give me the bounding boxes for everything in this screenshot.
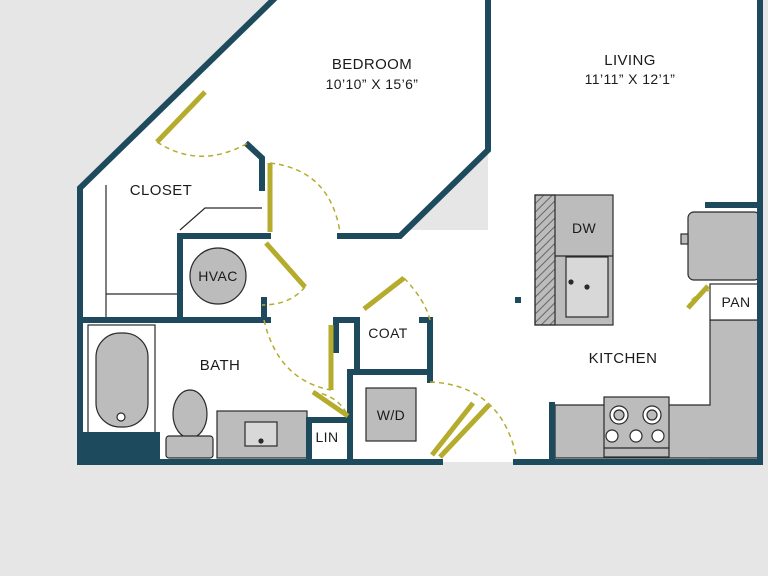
bath-door-swing bbox=[263, 319, 332, 391]
bedroom-label: BEDROOM bbox=[332, 56, 412, 73]
closet-door bbox=[155, 90, 207, 144]
coat-door-swing bbox=[403, 277, 431, 321]
bedroom-dimensions: 10’10” X 15’6” bbox=[326, 76, 419, 92]
toilet-tank bbox=[165, 435, 214, 459]
pantry-area bbox=[709, 283, 761, 321]
closet-floor bbox=[80, 85, 250, 320]
closet-shelf-top bbox=[179, 207, 262, 231]
pantry-door bbox=[686, 284, 710, 310]
burner bbox=[613, 409, 625, 421]
coat-wall bbox=[333, 317, 360, 369]
closet-label: CLOSET bbox=[130, 182, 192, 199]
kitchen-faucet bbox=[568, 279, 574, 285]
burner bbox=[646, 409, 658, 421]
bedroom-door-swing bbox=[269, 162, 341, 233]
entry-door-2 bbox=[438, 403, 491, 459]
wd-label: W/D bbox=[377, 407, 405, 423]
exterior-wall-left bbox=[77, 0, 278, 465]
fixtures bbox=[80, 185, 761, 462]
lin-door-swing bbox=[312, 391, 349, 417]
bathtub-basin bbox=[95, 332, 149, 428]
hvac-label: HVAC bbox=[198, 268, 237, 284]
pan-label: PAN bbox=[722, 294, 751, 310]
bath-label: BATH bbox=[200, 357, 241, 374]
coat-door bbox=[362, 276, 406, 311]
doors bbox=[155, 90, 710, 459]
walls bbox=[77, 0, 763, 465]
closet-wall bbox=[243, 140, 265, 191]
coat-label: COAT bbox=[368, 325, 407, 341]
island-hatch bbox=[534, 194, 556, 326]
refrigerator-handle bbox=[680, 233, 689, 245]
bathtub-drain bbox=[116, 412, 126, 422]
kitchen-label: KITCHEN bbox=[589, 350, 658, 367]
refrigerator-icon bbox=[687, 211, 761, 281]
toilet-icon bbox=[172, 389, 208, 439]
lin-door bbox=[311, 389, 350, 419]
living-dimensions: 11’11” X 12’1” bbox=[585, 71, 676, 87]
closet-door-swing bbox=[156, 141, 249, 157]
hvac-door bbox=[264, 241, 307, 289]
burner bbox=[605, 429, 619, 443]
burner bbox=[651, 429, 665, 443]
kitchen-drain bbox=[584, 284, 590, 290]
bedroom-wall-diagonal bbox=[337, 0, 491, 239]
lin-label: LIN bbox=[316, 429, 339, 445]
bathtub-step bbox=[80, 432, 160, 462]
dw-label: DW bbox=[572, 220, 597, 236]
burner bbox=[629, 429, 643, 443]
pantry-door-swing bbox=[687, 289, 711, 309]
living-label: LIVING bbox=[604, 52, 656, 69]
hvac-unit bbox=[189, 247, 247, 305]
washer-dryer bbox=[365, 387, 417, 442]
entry-door-1 bbox=[430, 401, 475, 457]
sink-drain bbox=[258, 438, 264, 444]
hvac-door-swing bbox=[261, 286, 306, 306]
door-swings bbox=[156, 141, 711, 456]
